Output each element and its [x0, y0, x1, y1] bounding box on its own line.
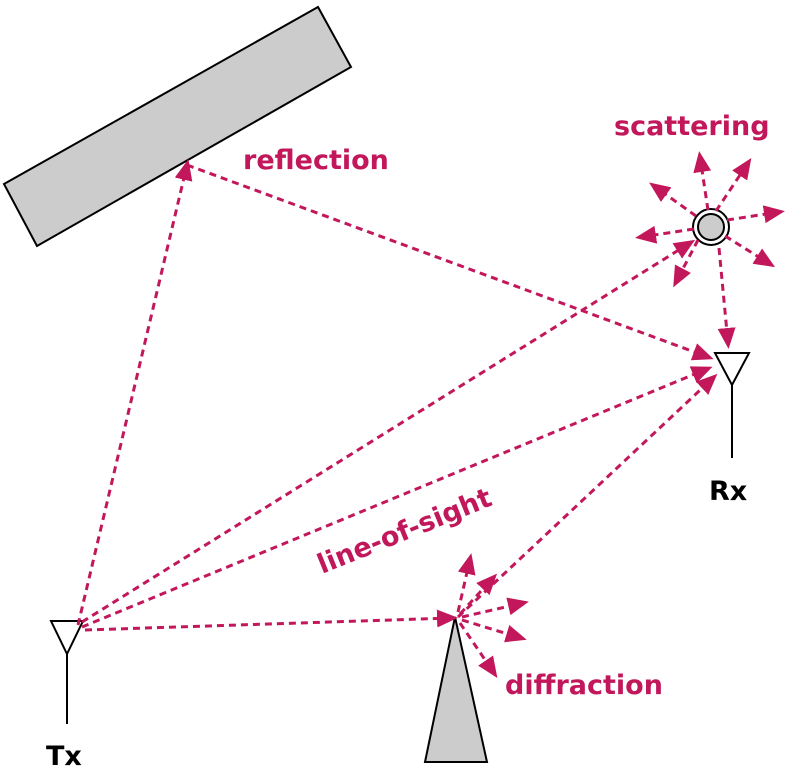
label-scattering: scattering	[614, 111, 770, 142]
label-diffraction: diffraction	[505, 670, 663, 701]
tx-antenna	[49, 620, 85, 724]
ray-tx-to-wedge	[84, 609, 458, 632]
diffraction-fan	[456, 553, 529, 678]
scatterer-inner	[697, 213, 725, 241]
rays	[76, 151, 785, 678]
rx-antenna	[713, 352, 751, 458]
label-rx: Rx	[709, 476, 747, 507]
label-tx: Tx	[46, 741, 82, 772]
ray-scatterer-to-rx	[717, 247, 736, 349]
ray-wedge-to-rx	[456, 373, 718, 619]
diffraction-wedge	[423, 616, 489, 763]
label-reflection: reflection	[243, 145, 389, 176]
label-line-of-sight: line-of-sight	[313, 482, 496, 580]
ray-tx-to-wall	[76, 159, 193, 626]
ray-tx-to-scatterer	[81, 239, 696, 624]
tx-antenna-head	[49, 620, 85, 657]
ray-line-of-sight	[81, 366, 713, 629]
rx-antenna-head	[713, 352, 751, 388]
ray-wall-to-rx	[186, 163, 714, 361]
scattering-fan	[635, 151, 785, 288]
reflecting-wall	[2, 5, 353, 248]
